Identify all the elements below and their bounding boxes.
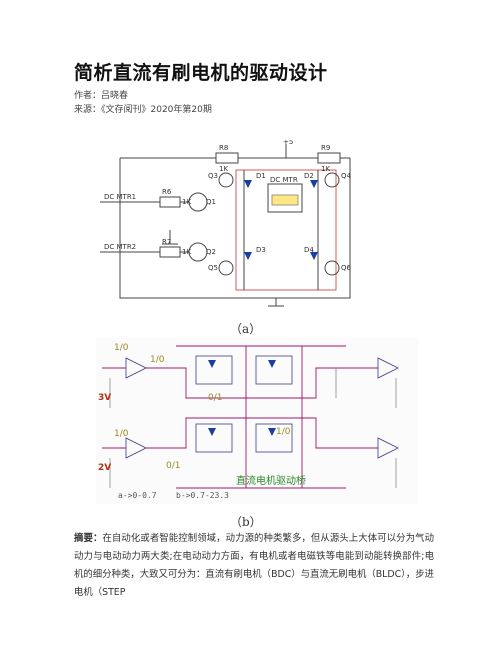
- abstract-label: 摘要：: [74, 533, 103, 544]
- label-q5: Q5: [208, 264, 218, 272]
- figure-b-caption: （b）: [230, 515, 262, 529]
- label-r8-value: 1K: [219, 165, 228, 173]
- label-r9-value: 1K: [321, 165, 330, 173]
- label-q6: Q6: [341, 264, 352, 272]
- figure-a-caption: （a）: [230, 322, 262, 336]
- annotation-r2: 1/0: [150, 355, 165, 365]
- label-d4: D4: [304, 246, 314, 254]
- annotation-r1: 1/0: [114, 343, 129, 353]
- figure-a-h-bridge-schematic: +5 R8 1K R9 1K Q3 Q4 Q1 Q2 Q5 Q6 D1 D2 D…: [100, 140, 352, 307]
- label-d2: D2: [304, 172, 314, 180]
- label-d1: D1: [256, 172, 266, 180]
- label-bridge: 直流电机驱动桥: [236, 474, 306, 487]
- article-title: 简析直流有刷电机的驱动设计: [74, 62, 328, 84]
- label-q4: Q4: [341, 172, 352, 180]
- label-r6: R6: [162, 188, 172, 196]
- label-r7-value: 1K: [182, 248, 191, 256]
- article-source: 来源：《文存阅刊》2020年第20期: [74, 105, 212, 115]
- label-d3: D3: [256, 246, 266, 254]
- label-vcc: +5: [283, 140, 293, 146]
- label-2v: 2V: [98, 463, 111, 473]
- label-r9: R9: [321, 144, 330, 152]
- annotation-r6: 1/0: [276, 427, 291, 437]
- label-r6-value: 1K: [182, 198, 191, 206]
- label-dc-mtr2: DC MTR2: [104, 243, 136, 251]
- article-author: 作者：吕晓春: [74, 91, 129, 101]
- label-r8: R8: [219, 144, 228, 152]
- annotation-r5: 0/1: [166, 461, 180, 471]
- label-q2: Q2: [206, 248, 216, 256]
- annotation-r4: 1/0: [114, 429, 129, 439]
- note-a: a->0-0.7: [118, 491, 157, 500]
- note-b: b->0.7-23.3: [176, 491, 229, 500]
- label-3v: 3V: [98, 393, 111, 403]
- abstract-paragraph: 摘要：在自动化或者智能控制领域，动力源的种类繁多，但从源头上大体可以分为气动动力…: [74, 530, 434, 602]
- label-q3: Q3: [208, 172, 218, 180]
- figure-b-simulation-schematic: 1/0 1/0 0/1 1/0 0/1 1/0 3V 2V 直流电机驱动桥 a-…: [96, 338, 418, 504]
- label-motor: DC MTR: [270, 176, 298, 184]
- label-q1: Q1: [206, 198, 216, 206]
- label-r7: R7: [162, 238, 171, 246]
- abstract-text: 在自动化或者智能控制领域，动力源的种类繁多，但从源头上大体可以分为气动动力与电动…: [74, 533, 434, 598]
- annotation-r3: 0/1: [208, 393, 222, 403]
- label-dc-mtr1: DC MTR1: [104, 193, 136, 201]
